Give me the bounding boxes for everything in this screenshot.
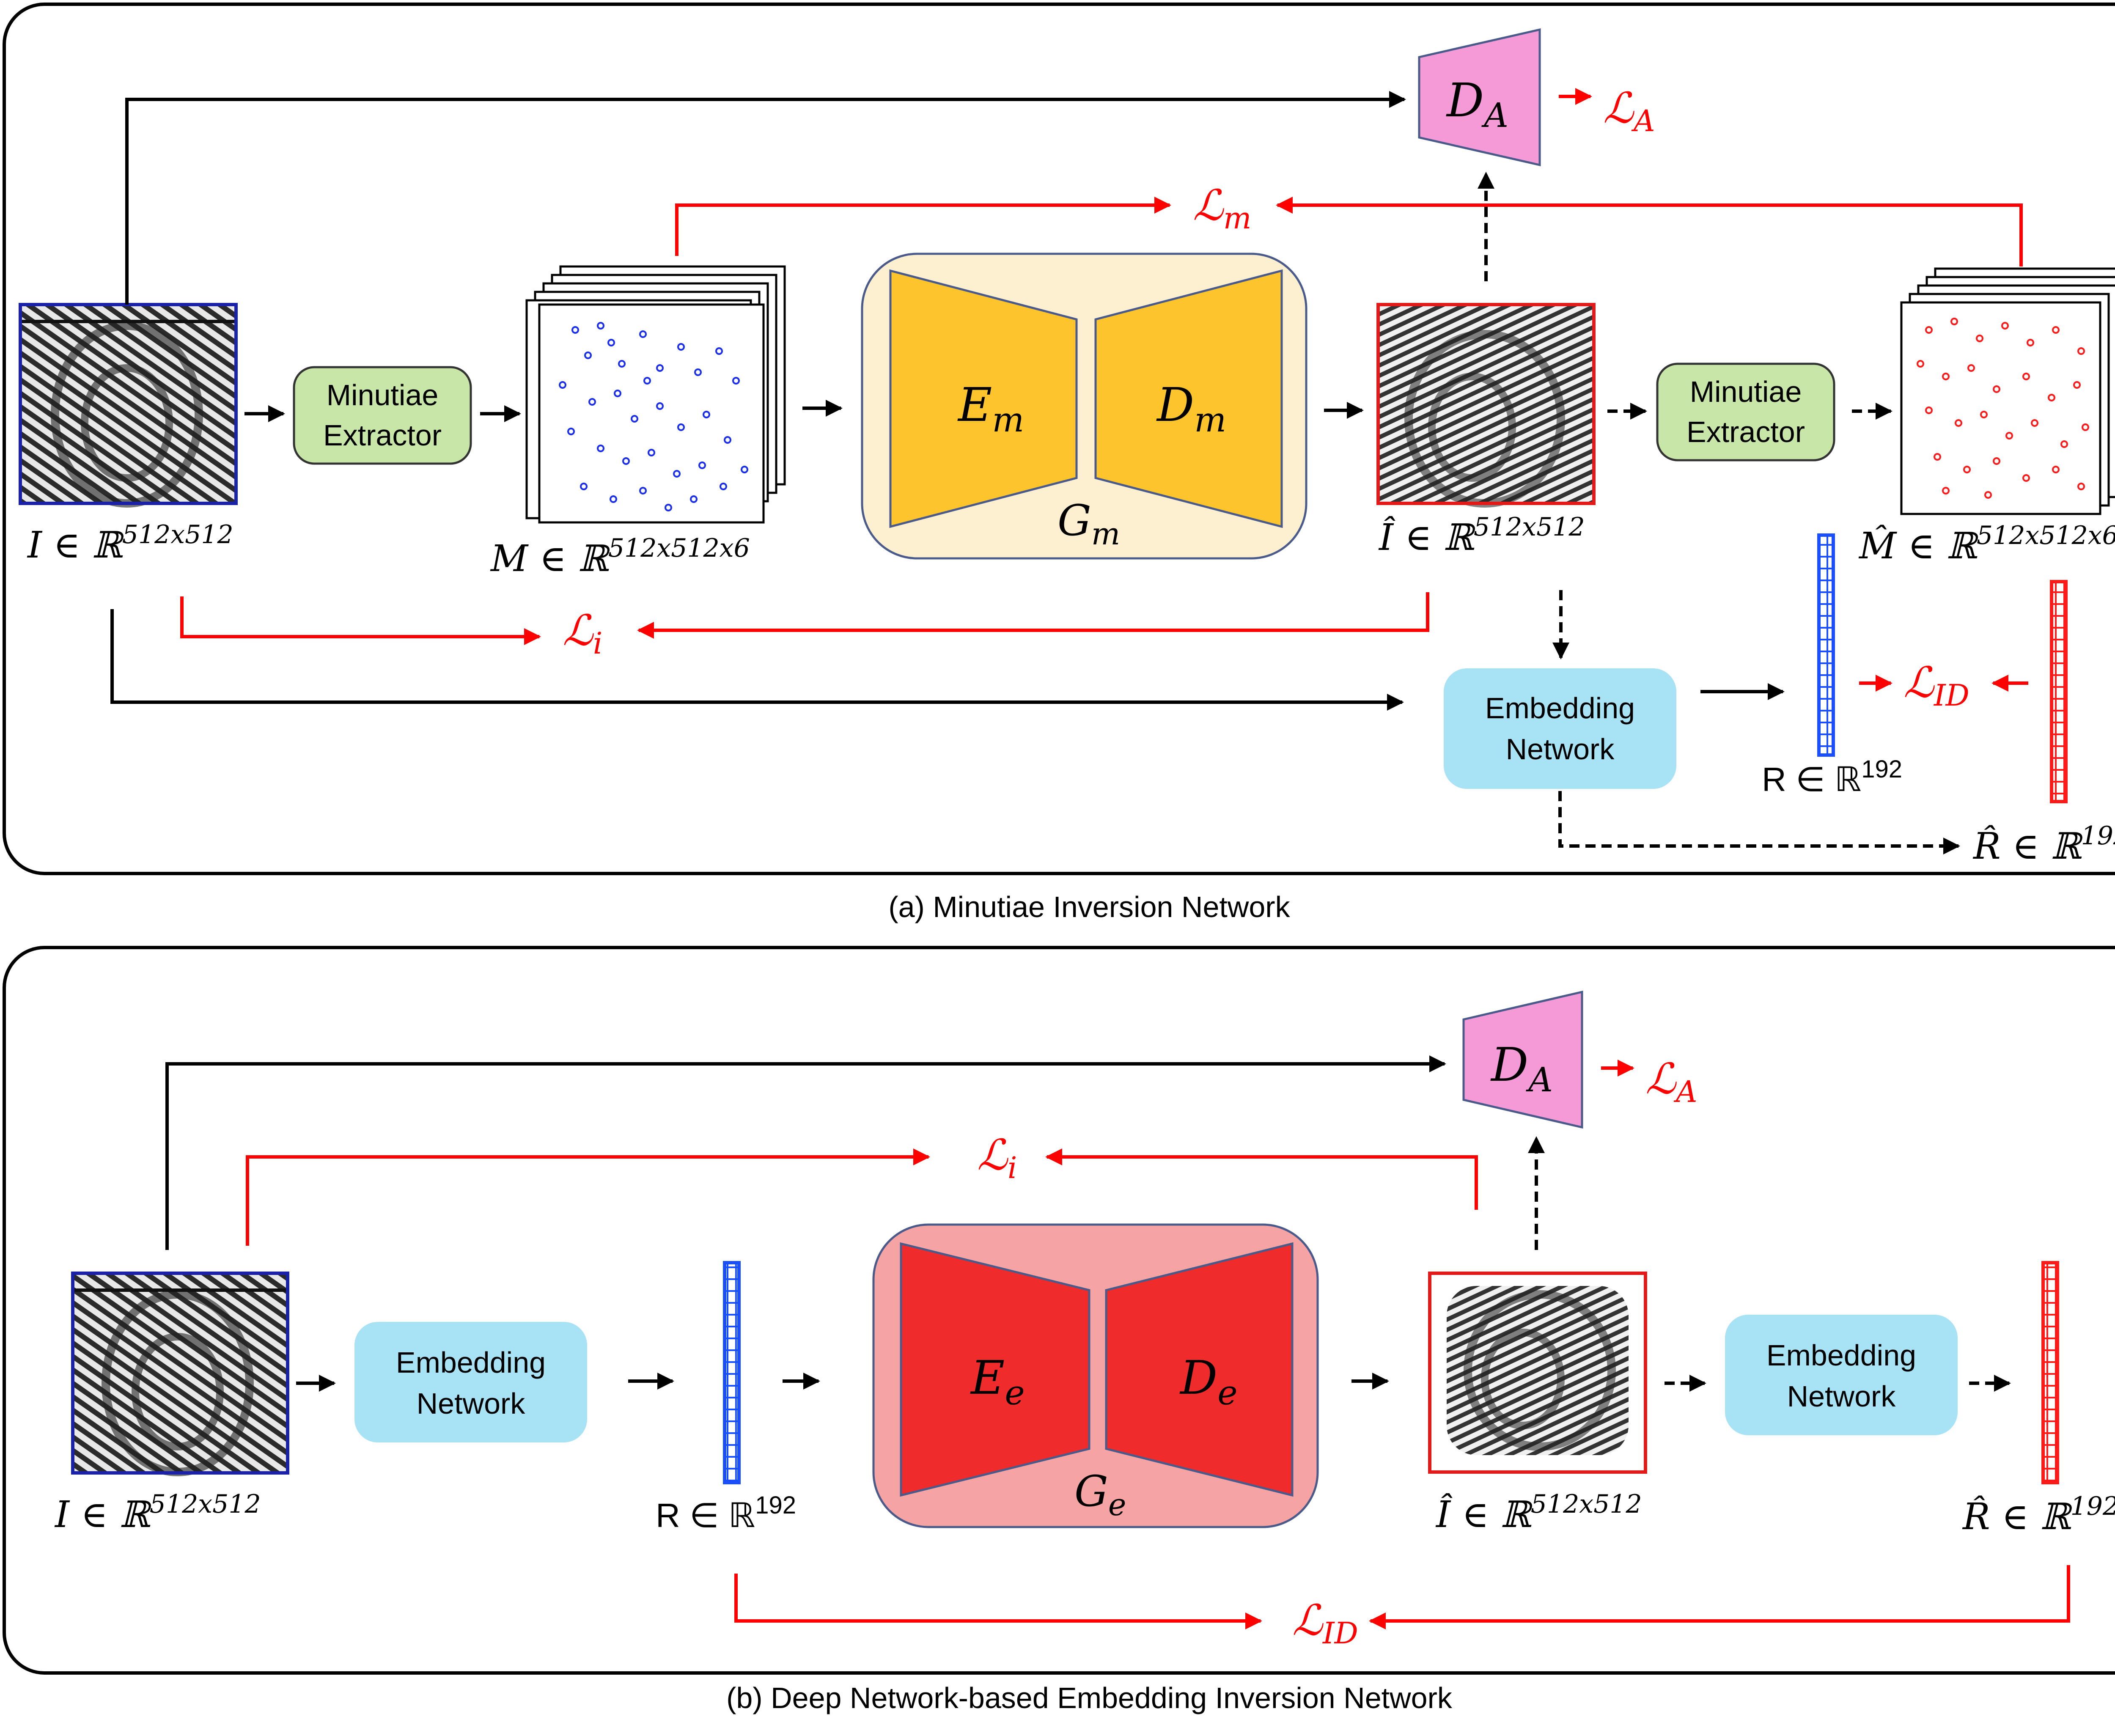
embedding-network-b1-line1: Embedding [396, 1346, 546, 1379]
minutiae-map-stack [525, 265, 786, 524]
embedding-network-b1: Embedding Network [354, 1322, 587, 1442]
embedding-network-b2-line1: Embedding [1766, 1339, 1916, 1372]
label-minutiae-hat: M̂ ∈ ℝ512x512x6 [1858, 521, 2115, 567]
vector-R-hat-a [2050, 580, 2068, 803]
embedding-network-b1-line2: Network [417, 1387, 526, 1420]
label-R-a: R ∈ ℝ192 [1762, 755, 1902, 798]
loss-image-arrow-right-b [1045, 1148, 1478, 1210]
label-R-b: R ∈ ℝ192 [656, 1492, 796, 1534]
arrow-embedding-to-R-hat-a [1558, 791, 1960, 854]
encoder-ee-label: Ee [970, 1351, 1025, 1412]
label-R-hat-a: R̂ ∈ ℝ192 [1972, 821, 2115, 868]
loss-minutiae-arrow-left [675, 197, 1171, 256]
reconstructed-fingerprint-b [1428, 1272, 1647, 1474]
panel-a: I ∈ ℝ512x512 Minutiae Extractor [3, 3, 2115, 875]
loss-image-arrow-left-b [246, 1148, 930, 1246]
generator-gm: Em Dm Gm [861, 253, 1307, 560]
embedding-network-a: Embedding Network [1444, 668, 1676, 789]
minutiae-extractor-1-line1: Minutiae [327, 379, 439, 412]
generator-ge: Ee De Ge [872, 1223, 1319, 1528]
caption-b: (b) Deep Network-based Embedding Inversi… [726, 1681, 1453, 1714]
embedding-network-b2-line2: Network [1787, 1380, 1896, 1413]
discriminator-b-label: DA [1490, 1038, 1553, 1099]
embedding-network-a-line2: Network [1506, 733, 1615, 766]
label-minutiae: M ∈ ℝ512x512x6 [490, 533, 750, 580]
vector-R-b [723, 1261, 741, 1484]
caption-a: (a) Minutiae Inversion Network [888, 890, 1290, 923]
decoder-dm [1094, 269, 1283, 528]
discriminator-a-label: DA [1446, 73, 1508, 135]
minutiae-extractor-box-1: Minutiae Extractor [293, 366, 472, 465]
reconstructed-fingerprint-a [1376, 303, 1596, 508]
loss-id-a: ℒID [1904, 658, 1969, 713]
decoder-de [1105, 1242, 1294, 1497]
loss-id-arrow-left-b [734, 1574, 1262, 1629]
loss-image-arrow-left-a [180, 596, 541, 645]
vector-R-hat-b [2041, 1261, 2059, 1484]
label-input-a: I ∈ ℝ512x512 [27, 520, 233, 566]
panel-b-frame [3, 946, 2115, 1675]
arrow-input-to-discriminator-b [165, 1055, 1446, 1250]
panel-b: I ∈ ℝ512x512 ℒi DA ℒA Embedding Network … [3, 946, 2115, 1675]
input-fingerprint-b [71, 1272, 289, 1476]
loss-image-arrow-right-a [637, 592, 1429, 639]
encoder-em [889, 269, 1078, 528]
panel-a-frame [3, 3, 2115, 875]
discriminator-b: DA [1462, 990, 1583, 1129]
minutiae-extractor-2-line1: Minutiae [1690, 375, 1802, 408]
minutiae-extractor-2-line2: Extractor [1687, 415, 1805, 448]
vector-R-a [1817, 533, 1835, 757]
embedding-network-b2: Embedding Network [1725, 1315, 1958, 1435]
generator-ge-label: Ge [1074, 1467, 1126, 1522]
input-fingerprint-a [19, 303, 238, 508]
loss-image-a: ℒi [563, 606, 602, 661]
loss-minutiae: ℒm [1193, 181, 1251, 236]
loss-id-b: ℒID [1292, 1596, 1358, 1651]
loss-minutiae-arrow-right [1276, 197, 2023, 266]
arrow-input-to-discriminator-a [125, 91, 1406, 305]
minutiae-hat-stack [1900, 267, 2115, 515]
minutiae-extractor-1-line2: Extractor [323, 419, 442, 452]
label-input-b: I ∈ ℝ512x512 [54, 1489, 261, 1536]
loss-adv-a: ℒA [1603, 83, 1655, 138]
loss-id-arrow-right-b [1369, 1565, 2070, 1629]
decoder-de-label: De [1179, 1351, 1238, 1412]
generator-gm-label: Gm [1058, 496, 1120, 552]
arrow-input-to-embedding-a [110, 609, 1404, 711]
minutiae-extractor-box-2: Minutiae Extractor [1656, 363, 1835, 461]
decoder-dm-label: Dm [1156, 378, 1226, 439]
loss-image-b: ℒi [977, 1130, 1017, 1185]
discriminator-a: DA [1418, 28, 1541, 167]
loss-adv-b: ℒA [1645, 1054, 1697, 1109]
encoder-em-label: Em [957, 378, 1024, 439]
embedding-network-a-line1: Embedding [1485, 692, 1635, 725]
label-recon-a: Î ∈ ℝ512x512 [1378, 512, 1585, 559]
label-recon-b: Î ∈ ℝ512x512 [1435, 1489, 1642, 1536]
label-R-hat-b: R̂ ∈ ℝ192 [1962, 1492, 2115, 1538]
encoder-ee [900, 1242, 1090, 1497]
